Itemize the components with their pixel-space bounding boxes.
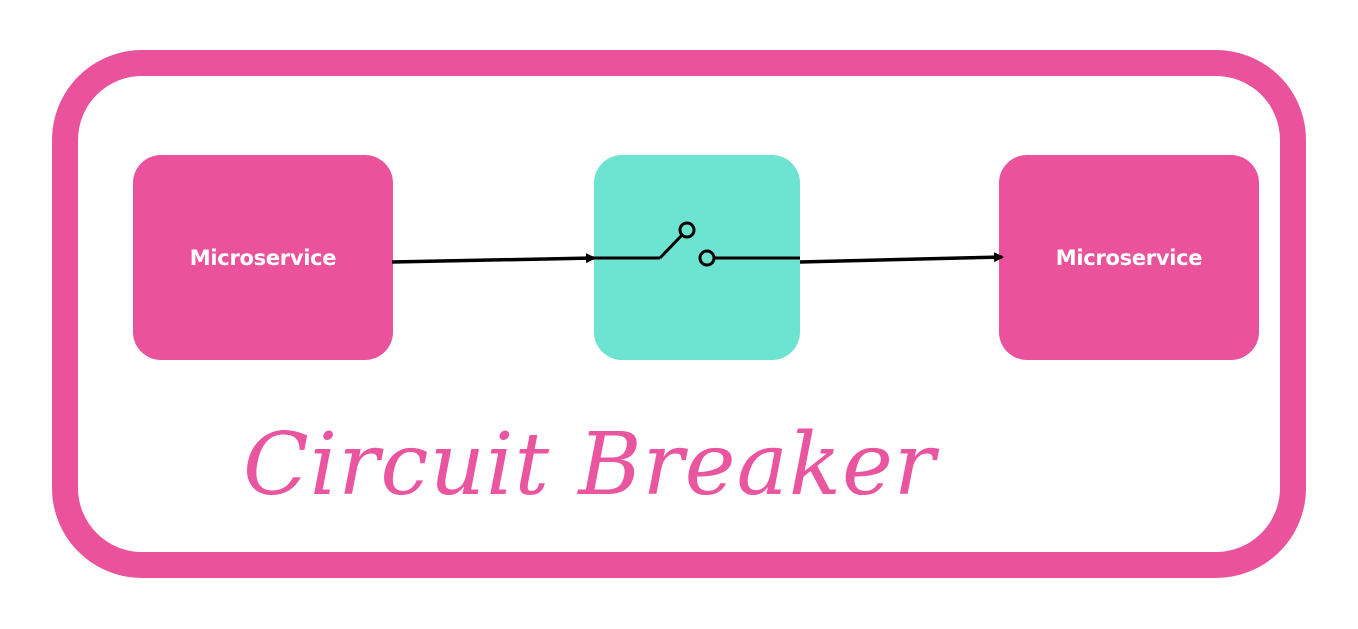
open-switch-icon bbox=[594, 221, 800, 267]
edge-breaker-to-target bbox=[799, 252, 1004, 264]
target-microservice-node: Microservice bbox=[999, 155, 1259, 360]
edge-source-to-breaker bbox=[391, 253, 596, 264]
source-microservice-node: Microservice bbox=[133, 155, 393, 360]
diagram-title: Circuit Breaker bbox=[243, 415, 936, 515]
target-microservice-label: Microservice bbox=[1055, 245, 1203, 270]
source-microservice-label: Microservice bbox=[189, 245, 337, 270]
